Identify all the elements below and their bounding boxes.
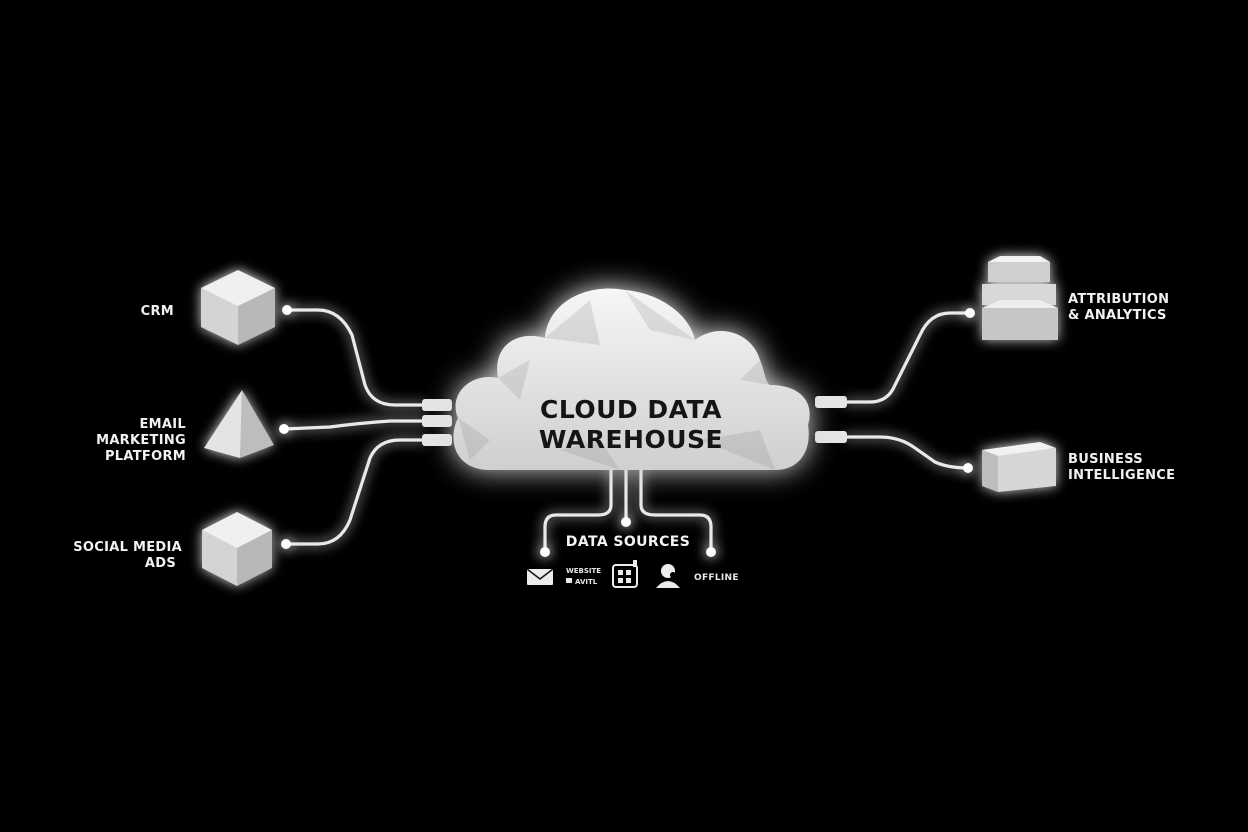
wire-attribution bbox=[843, 311, 972, 404]
website-icon: WEBSITE AVITL bbox=[566, 567, 601, 586]
user-pin-icon bbox=[656, 564, 680, 588]
wire-social bbox=[284, 438, 427, 546]
cloud-title-line1: CLOUD DATA bbox=[540, 395, 722, 424]
email-label-line2: MARKETING bbox=[96, 433, 186, 448]
dot-source-right bbox=[706, 547, 716, 557]
cloud-plugs bbox=[422, 396, 847, 446]
crm-cube-icon bbox=[201, 270, 275, 345]
plug-attribution bbox=[815, 396, 847, 408]
email-pyramid-icon bbox=[204, 390, 274, 458]
bi-label-line2: INTELLIGENCE bbox=[1068, 468, 1175, 483]
email-label-line1: EMAIL bbox=[140, 417, 187, 432]
website-label-line1: WEBSITE bbox=[566, 567, 601, 575]
social-label-line2: ADS bbox=[145, 556, 176, 571]
social-media-cube-icon bbox=[202, 512, 272, 586]
cloud-shape bbox=[453, 288, 810, 470]
wire-source-left bbox=[543, 466, 613, 554]
wire-bi bbox=[843, 435, 970, 470]
attribution-stack-icon bbox=[982, 256, 1058, 340]
business-intelligence-block-icon bbox=[982, 442, 1056, 492]
dot-source-left bbox=[540, 547, 550, 557]
cloud-data-warehouse bbox=[453, 288, 810, 470]
website-label-line2: AVITL bbox=[575, 578, 598, 586]
dot-attribution bbox=[965, 308, 975, 318]
endpoint-dots bbox=[279, 305, 975, 557]
bi-label-line1: BUSINESS bbox=[1068, 452, 1143, 467]
plug-email bbox=[422, 415, 452, 427]
dot-email bbox=[279, 424, 289, 434]
data-sources-title: DATA SOURCES bbox=[566, 534, 690, 550]
attribution-label-line2: & ANALYTICS bbox=[1068, 308, 1167, 323]
plug-social bbox=[422, 434, 452, 446]
dot-social bbox=[281, 539, 291, 549]
dot-bi bbox=[963, 463, 973, 473]
email-label-line3: PLATFORM bbox=[105, 449, 186, 464]
envelope-icon bbox=[526, 568, 554, 585]
dot-source-mid bbox=[621, 517, 631, 527]
social-label-line1: SOCIAL MEDIA bbox=[73, 540, 182, 555]
attribution-label-line1: ATTRIBUTION bbox=[1068, 292, 1169, 307]
dot-crm bbox=[282, 305, 292, 315]
wire-source-right bbox=[639, 466, 713, 554]
wire-email bbox=[282, 419, 427, 431]
crm-label: CRM bbox=[141, 304, 174, 319]
plug-crm bbox=[422, 399, 452, 411]
connector-wires bbox=[282, 308, 972, 554]
cloud-title-line2: WAREHOUSE bbox=[539, 425, 723, 454]
cloud-facets bbox=[458, 290, 775, 470]
offline-label: OFFLINE bbox=[694, 573, 739, 583]
app-grid-icon bbox=[612, 560, 638, 588]
plug-bi bbox=[815, 431, 847, 443]
wire-crm bbox=[285, 308, 427, 407]
